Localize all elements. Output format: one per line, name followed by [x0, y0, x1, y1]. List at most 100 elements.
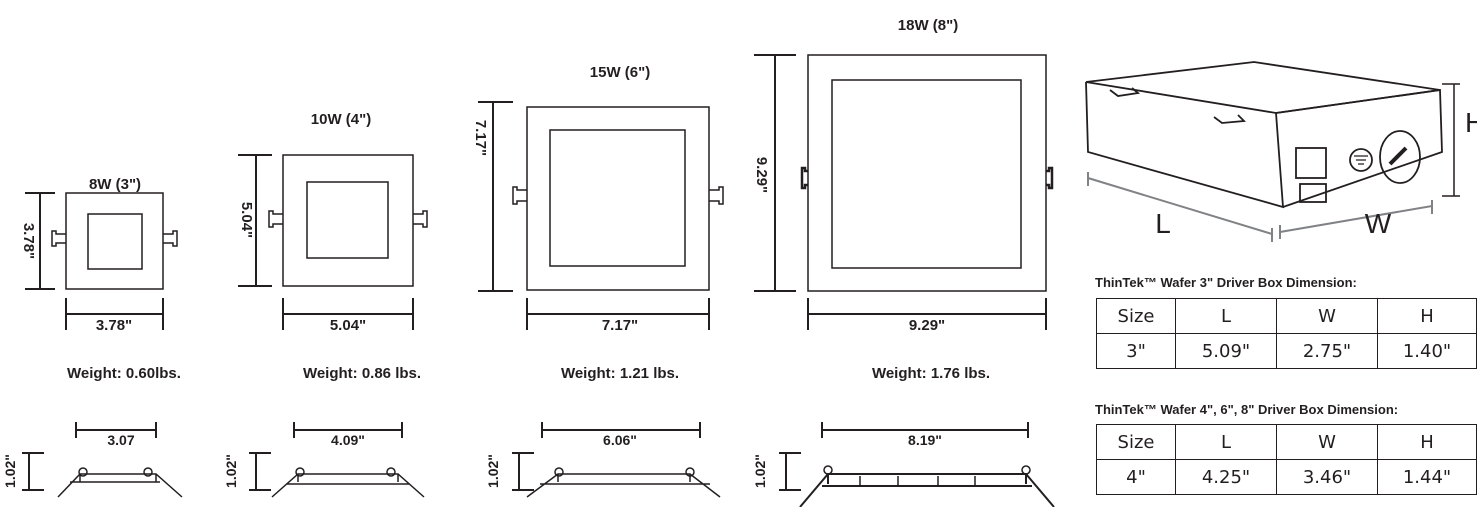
- table-caption-3in: ThinTek™ Wafer 3" Driver Box Dimension:: [1095, 275, 1357, 290]
- width-label: 9.29": [909, 317, 945, 334]
- fixture-8w: 8W (3") 3.78" 3.78" Weight: 0.60lbs. 3.0…: [2, 176, 183, 498]
- box-length-label: L: [1155, 208, 1171, 239]
- fixture-title: 8W (3"): [89, 176, 141, 193]
- profile-bracket-marks: [859, 476, 976, 486]
- table-cell: 4.25": [1175, 459, 1277, 495]
- spring-clip-right: [163, 230, 178, 247]
- table-row: 3" 5.09" 2.75" 1.40": [1096, 333, 1477, 369]
- profile-outline: [271, 473, 425, 498]
- profile-spring-right: [386, 467, 396, 477]
- spring-clip-left: [512, 186, 527, 205]
- profile-height-line: [249, 452, 271, 491]
- profile-width-line: [75, 422, 157, 438]
- profile-width-label: 4.09": [331, 432, 365, 448]
- profile-width-label: 8.19": [908, 432, 942, 448]
- weight-label: Weight: 1.76 lbs.: [872, 365, 990, 382]
- table-cell: 1.44": [1377, 459, 1477, 495]
- panel-light-area: [87, 213, 143, 270]
- panel-outline: [65, 192, 164, 290]
- terminal-connector: [1299, 183, 1327, 203]
- profile-spring-right: [143, 467, 153, 477]
- ground-symbol-icon: [1349, 148, 1373, 172]
- width-dimension-line: [807, 298, 1047, 330]
- profile-width-line: [293, 422, 403, 438]
- fixture-title: 15W (6"): [590, 64, 650, 81]
- profile-outline: [57, 473, 183, 498]
- profile-outline: [526, 473, 721, 498]
- spring-clip-right: [709, 186, 724, 205]
- fixture-10w: 10W (4") 5.04" 5.04" Weight: 0.86 lbs. 4…: [223, 111, 428, 498]
- width-label: 5.04": [330, 317, 366, 334]
- profile-outline: [799, 473, 1055, 507]
- table-cell: W: [1276, 298, 1378, 334]
- profile-spring-left: [554, 467, 564, 477]
- profile-height-line: [779, 452, 801, 491]
- height-dimension-line: [478, 101, 513, 292]
- spring-clip-left: [800, 166, 808, 190]
- profile-spring-left: [78, 467, 88, 477]
- table-header-row: Size L W H: [1096, 298, 1477, 334]
- box-width-label: W: [1365, 208, 1392, 239]
- height-dimension-line: [238, 154, 272, 287]
- knockout-slot: [1388, 146, 1408, 166]
- box-length-dimension: [1087, 172, 1273, 242]
- fixture-title: 18W (8"): [898, 17, 958, 34]
- table-header-row: Size L W H: [1096, 424, 1477, 460]
- driver-box: L W H: [1085, 61, 1477, 242]
- height-label: 7.17": [472, 120, 489, 156]
- profile-spring-left: [823, 465, 833, 475]
- spring-clip-right: [413, 210, 428, 228]
- table-row: 4" 4.25" 3.46" 1.44": [1096, 459, 1477, 495]
- spring-clip-right: [1046, 166, 1054, 190]
- profile-width-line: [821, 422, 1029, 438]
- table-cell: Size: [1096, 424, 1176, 460]
- panel-light-area: [306, 181, 389, 259]
- width-dimension-line: [282, 298, 414, 330]
- knockout-circle: [1379, 130, 1421, 184]
- table-cell: 5.09": [1175, 333, 1277, 369]
- table-cell: 1.40": [1377, 333, 1477, 369]
- spring-clip-left: [51, 230, 66, 247]
- profile-height-label: 1.02": [485, 454, 501, 488]
- profile-width-label: 3.07: [107, 432, 134, 448]
- fixture-title: 10W (4"): [311, 111, 371, 128]
- ground-symbol-lines: [1354, 155, 1368, 165]
- table-cell: 3": [1096, 333, 1176, 369]
- panel-outline: [282, 154, 414, 287]
- panel-light-area: [831, 79, 1022, 269]
- table-cell: 2.75": [1276, 333, 1378, 369]
- table-cell: 3.46": [1276, 459, 1378, 495]
- width-dimension-line: [65, 298, 164, 330]
- table-cell: 4": [1096, 459, 1176, 495]
- profile-width-label: 6.06": [603, 432, 637, 448]
- height-label: 5.04": [238, 202, 255, 238]
- panel-light-area: [549, 129, 686, 267]
- profile-height-line: [512, 452, 534, 491]
- weight-label: Weight: 0.86 lbs.: [303, 365, 421, 382]
- height-label: 9.29": [753, 157, 770, 193]
- width-dimension-line: [526, 298, 710, 330]
- profile-height-label: 1.02": [2, 454, 18, 488]
- weight-label: Weight: 1.21 lbs.: [561, 365, 679, 382]
- box-height-label: H: [1465, 107, 1477, 138]
- driver-box-top-face: [1085, 61, 1441, 114]
- table-cell: H: [1377, 298, 1477, 334]
- fixture-15w: 15W (6") 7.17" 7.17" Weight: 1.21 lbs. 6…: [472, 64, 724, 498]
- width-label: 7.17": [602, 317, 638, 334]
- profile-spring-right: [685, 467, 695, 477]
- driver-box-front-face: [1085, 81, 1284, 209]
- box-height-dimension: [1442, 83, 1460, 197]
- driver-box-tabs: [1109, 87, 1246, 124]
- height-dimension-line: [754, 54, 796, 292]
- profile-spring-right: [1021, 465, 1031, 475]
- height-label: 3.78": [20, 223, 37, 259]
- profile-height-label: 1.02": [752, 454, 768, 488]
- profile-height-label: 1.02": [223, 454, 239, 488]
- table-cell: H: [1377, 424, 1477, 460]
- height-dimension-line: [25, 192, 55, 290]
- table-cell: W: [1276, 424, 1378, 460]
- driver-box-side-face: [1275, 88, 1443, 208]
- terminal-block: [1295, 147, 1327, 179]
- driver-box-table-3in: Size L W H 3" 5.09" 2.75" 1.40": [1096, 298, 1477, 369]
